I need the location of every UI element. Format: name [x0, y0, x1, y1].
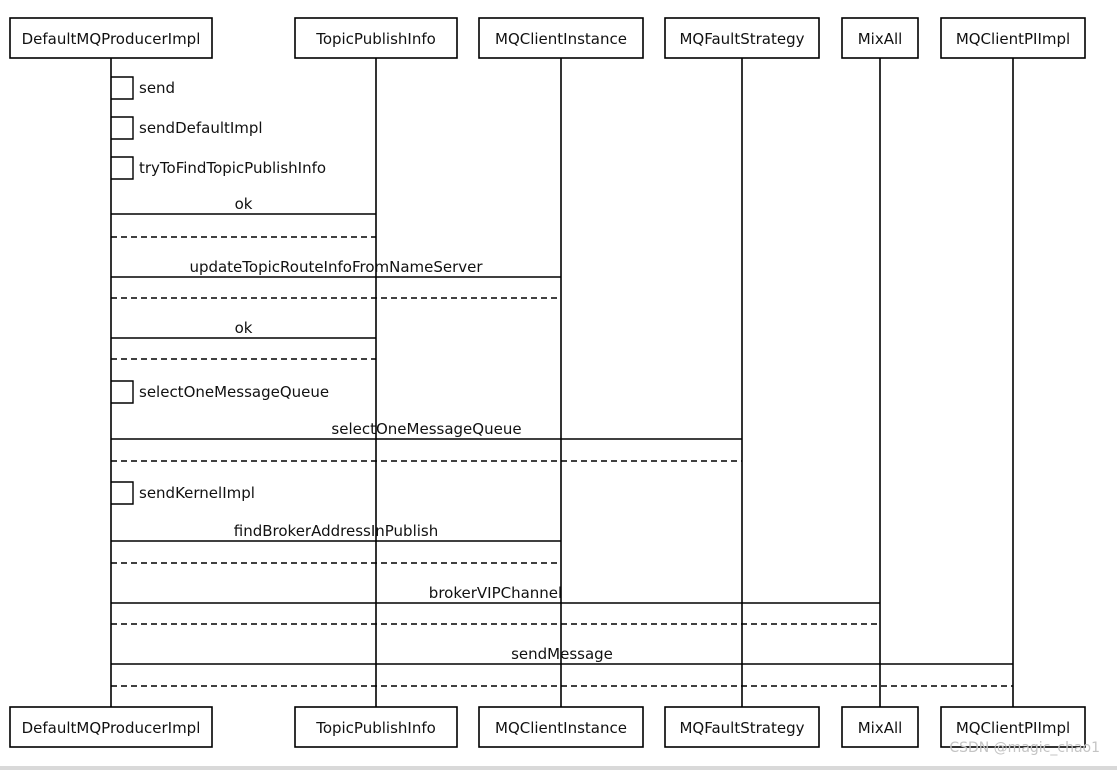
- self-call-marker: [111, 76, 134, 100]
- participant-label-api-bottom: MQClientPIImpl: [956, 719, 1070, 737]
- participant-label-topic-bottom: TopicPublishInfo: [315, 719, 436, 737]
- self-call-marker: [111, 481, 134, 505]
- call-label: ok: [235, 319, 253, 337]
- participant-label-api-top: MQClientPIImpl: [956, 30, 1070, 48]
- call-label: findBrokerAddressInPublish: [234, 522, 438, 540]
- participant-label-fault-bottom: MQFaultStrategy: [679, 719, 804, 737]
- self-call-label: selectOneMessageQueue: [139, 383, 329, 401]
- participant-box-fault-top: [664, 17, 820, 59]
- participant-box-api-bottom: [940, 706, 1086, 748]
- participant-label-mixall-bottom: MixAll: [858, 719, 903, 737]
- participant-label-topic-top: TopicPublishInfo: [315, 30, 436, 48]
- self-call-label: tryToFindTopicPublishInfo: [139, 159, 326, 177]
- watermark-text: CSDN @magic_chao1: [949, 740, 1100, 756]
- participant-box-fault-bottom: [664, 706, 820, 748]
- participant-box-client-bottom: [478, 706, 644, 748]
- self-call-label: send: [139, 79, 175, 97]
- participant-box-topic-top: [294, 17, 458, 59]
- participant-label-client-top: MQClientInstance: [495, 30, 627, 48]
- call-label: sendMessage: [511, 645, 613, 663]
- participants-bottom-row: DefaultMQProducerImpl TopicPublishInfo MQC…: [9, 706, 1086, 748]
- participant-label-fault-top: MQFaultStrategy: [679, 30, 804, 48]
- self-call-label: sendKernelImpl: [139, 484, 255, 502]
- self-call-marker: [111, 380, 134, 404]
- participant-label-mixall-top: MixAll: [858, 30, 903, 48]
- lifelines-group: [110, 58, 1014, 707]
- footer-divider: [0, 766, 1117, 770]
- participant-box-producer-bottom: [9, 706, 213, 748]
- participant-label-client-bottom: MQClientInstance: [495, 719, 627, 737]
- self-call-marker: [111, 116, 134, 140]
- participant-box-producer-top: [9, 17, 213, 59]
- call-label: updateTopicRouteInfoFromNameServer: [189, 258, 483, 276]
- participants-top-row: DefaultMQProducerImpl TopicPublishInfo MQC…: [9, 17, 1086, 59]
- call-label: brokerVIPChannel: [429, 584, 562, 602]
- participant-box-api-top: [940, 17, 1086, 59]
- self-call-label: sendDefaultImpl: [139, 119, 263, 137]
- call-label: ok: [235, 195, 253, 213]
- messages-group: send sendDefaultImpl tryToFindTopicPublish…: [111, 76, 1013, 687]
- participant-box-mixall-bottom: [841, 706, 919, 748]
- self-call-marker: [111, 156, 134, 180]
- call-label: selectOneMessageQueue: [331, 420, 521, 438]
- participant-box-topic-bottom: [294, 706, 458, 748]
- participant-box-mixall-top: [841, 17, 919, 59]
- participant-label-producer-top: DefaultMQProducerImpl: [22, 30, 201, 48]
- participant-box-client-top: [478, 17, 644, 59]
- participant-label-producer-bottom: DefaultMQProducerImpl: [22, 719, 201, 737]
